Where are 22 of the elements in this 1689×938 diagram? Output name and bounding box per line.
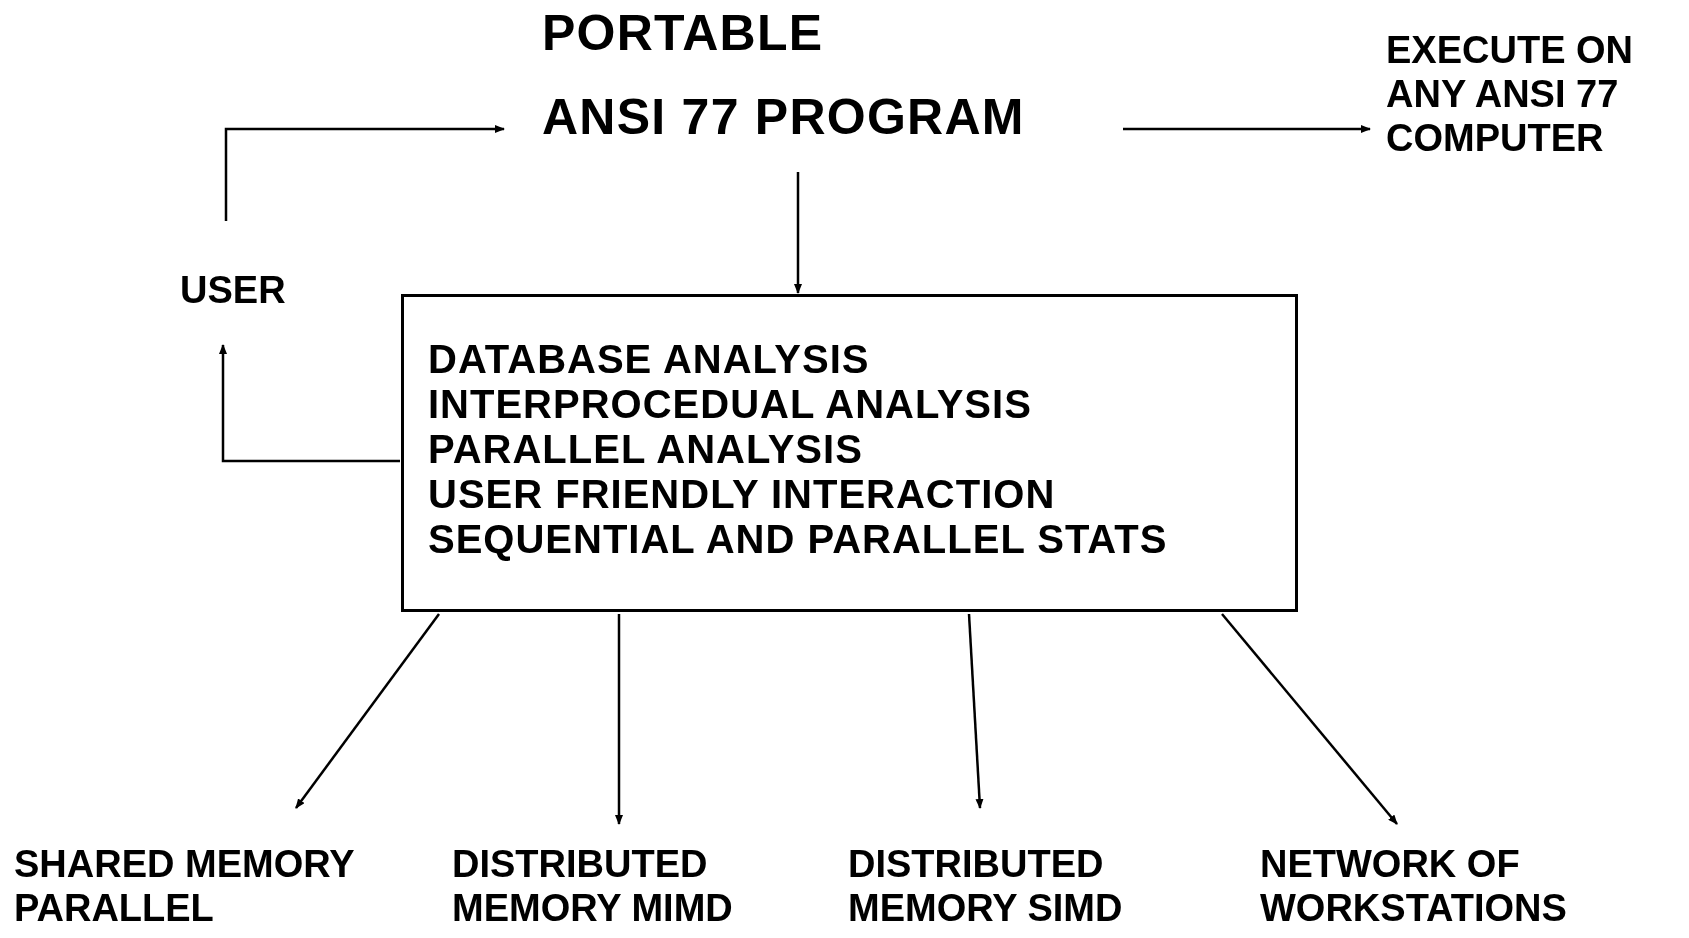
analysis-item: USER FRIENDLY INTERACTION [428, 472, 1056, 517]
arrow [1221, 613, 1398, 825]
arrow [794, 172, 802, 294]
analysis-item: DATABASE ANALYSIS [428, 337, 870, 382]
analysis-item: INTERPROCEDUAL ANALYSIS [428, 382, 1032, 427]
arrow [224, 125, 505, 221]
arrow [615, 614, 623, 825]
heading-text: ANSI 77 PROGRAM [542, 90, 1025, 144]
node-label: SHARED MEMORY PARALLEL [14, 842, 355, 930]
arrow [219, 344, 400, 463]
node-label: EXECUTE ON ANY ANSI 77 COMPUTER [1386, 28, 1635, 160]
arrow [1123, 125, 1371, 133]
arrow [967, 613, 984, 809]
node-label: NETWORK OF WORKSTATIONS [1260, 842, 1568, 930]
process-box [401, 294, 1298, 612]
arrow [295, 613, 440, 809]
node-label: DISTRIBUTED MEMORY MIMD [452, 842, 734, 930]
node-label: USER [180, 268, 286, 312]
analysis-item: SEQUENTIAL AND PARALLEL STATS [428, 517, 1168, 562]
heading-text: PORTABLE [542, 6, 824, 60]
node-label: DISTRIBUTED MEMORY SIMD [848, 842, 1124, 930]
analysis-item: PARALLEL ANALYSIS [428, 427, 863, 472]
